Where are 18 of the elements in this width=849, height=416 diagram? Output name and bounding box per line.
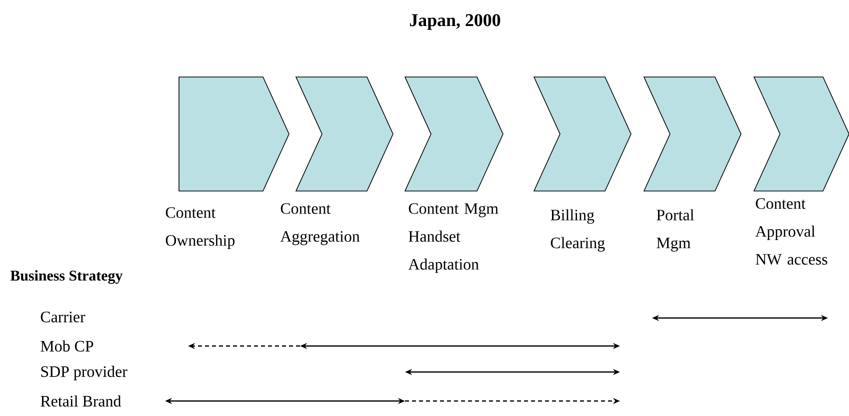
- process-step: [533, 76, 632, 192]
- process-step: [404, 76, 504, 192]
- step-label: Portal Mgm: [656, 209, 694, 252]
- title: Japan, 2000: [410, 14, 500, 30]
- row-label: Retail Brand: [40, 395, 122, 407]
- step-label: Content Approval NW access: [755, 198, 828, 265]
- section-heading: Business Strategy: [10, 270, 123, 284]
- step-label: Content Aggregation: [280, 203, 360, 246]
- process-step: [643, 76, 742, 192]
- process-step: [753, 76, 849, 192]
- step-label: Content Ownership: [166, 207, 235, 250]
- row-label: SDP provider: [41, 366, 128, 380]
- step-label: Billing Clearing: [550, 209, 605, 252]
- row-label: Carrier: [40, 312, 86, 322]
- step-label: Content Mgm Handset Adaptation: [408, 203, 498, 273]
- row-label: Mob CP: [40, 340, 94, 352]
- process-step: [178, 76, 290, 192]
- process-step: [295, 76, 394, 192]
